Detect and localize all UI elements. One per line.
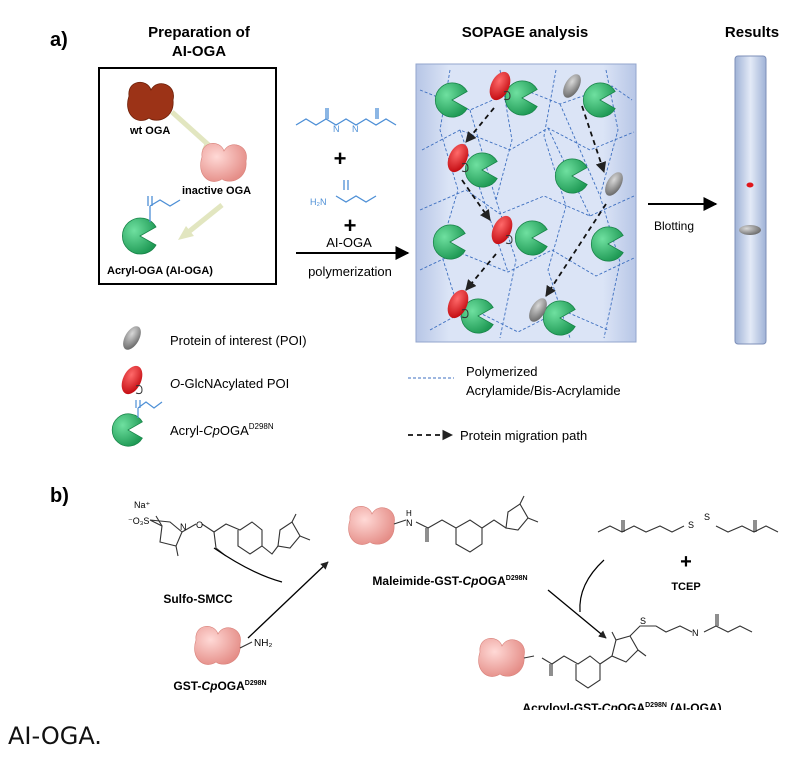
maleimide-nh-n: N	[406, 518, 413, 528]
maleimide-sup: D298N	[506, 575, 528, 582]
acryloyl-n: N	[692, 628, 699, 638]
legend-acryl-italic: Cp	[203, 423, 220, 438]
acryl-group-prep	[147, 196, 181, 222]
results-title: Results	[725, 24, 779, 41]
wt-oga-label: wt OGA	[129, 125, 170, 137]
acryloyl-sup: D298N	[645, 702, 667, 709]
sulfo-smcc-structure	[149, 513, 311, 557]
sulfo-smcc-label: Sulfo-SMCC	[163, 592, 233, 606]
legend-oglcnac-label: O-GlcNAcylated POI	[170, 376, 289, 391]
gst-amine-bond	[239, 641, 253, 649]
panel-b-letter: b)	[50, 485, 69, 507]
maleimide-cp: Cp	[462, 574, 478, 588]
acryloyl-suffix: (AI-OGA)	[667, 701, 722, 710]
plus-1: +	[334, 146, 347, 171]
legend-acryl-label: Acryl-CpOGAD298N	[170, 422, 274, 438]
blotting-label: Blotting	[654, 219, 694, 233]
gst-amine-cp: Cp	[201, 679, 217, 693]
cystamine-bisacrylamide-structure	[597, 520, 779, 533]
bis-n2: N	[352, 124, 359, 134]
legend-acryl-group	[135, 400, 163, 418]
maleimide-oga: OGA	[478, 574, 506, 588]
maleimide-linker	[393, 495, 539, 553]
wt-oga-protein	[127, 82, 174, 121]
legend-polymer-label-2: Acrylamide/Bis-Acrylamide	[466, 383, 621, 398]
preparation-box	[98, 67, 277, 285]
acryl-oga-protein	[122, 217, 157, 255]
acryloyl-product-linker	[523, 614, 753, 689]
acryloyl-oga: OGA	[618, 701, 646, 710]
prep-title-line2: AI-OGA	[172, 43, 226, 60]
figure-caption: AI-OGA.	[8, 722, 102, 750]
tcep-label: TCEP	[671, 581, 700, 593]
legend-acryl-main: OGA	[220, 423, 249, 438]
legend-acryl-icon	[111, 413, 143, 447]
tcep-plus: +	[680, 551, 692, 573]
reaction-arrow-2	[547, 589, 607, 639]
bis-acrylamide-structure	[295, 108, 397, 126]
panel-a-letter: a)	[50, 29, 68, 51]
legend-acryl-sup: D298N	[249, 422, 274, 431]
sulfo-na: Na⁺	[134, 500, 151, 510]
result-red-band	[746, 182, 754, 188]
inactive-oga-label: inactive OGA	[182, 185, 251, 197]
acryloyl-gst-protein	[478, 637, 525, 677]
prep-title-line1: Preparation of	[148, 24, 251, 41]
aioga-reagent-label: AI-OGA	[326, 235, 372, 250]
acrylamide-structure	[335, 180, 377, 203]
legend-polymer-label-1: Polymerized	[466, 364, 538, 379]
acryloyl-prefix: Acryloyl-GST-	[522, 701, 601, 710]
sulfo-n: N	[180, 522, 187, 532]
legend-poi-icon	[119, 323, 145, 353]
legend-acryl-prefix: Acryl-	[170, 423, 203, 438]
inactive-oga-protein	[200, 142, 247, 182]
maleimide-gst-label: Maleimide-GST-CpOGAD298N	[372, 574, 527, 588]
migration-paths	[461, 105, 607, 297]
acryl-oga-label: Acryl-OGA (AI-OGA)	[107, 265, 213, 277]
figure: a) Preparation of AI-OGA SOPAGE analysis…	[50, 24, 779, 710]
sulfo-o: O	[196, 520, 203, 530]
maleimide-gst-protein	[348, 505, 395, 545]
result-gray-band	[739, 225, 761, 235]
reaction-curve-2	[579, 559, 605, 613]
sopage-title: SOPAGE analysis	[462, 24, 588, 41]
acrylamide-h2n: H₂N	[310, 197, 327, 207]
gst-amine-sup: D298N	[245, 680, 267, 687]
sulfo-so3: ⁻O₃S	[128, 516, 149, 526]
gst-amine-label: GST-CpOGAD298N	[173, 679, 266, 693]
legend-migration-label: Protein migration path	[460, 428, 587, 443]
maleimide-nh-h: H	[406, 509, 412, 518]
reaction-arrow-1	[247, 561, 329, 639]
result-blot-strip	[734, 55, 767, 345]
cystamine-s2: S	[704, 512, 710, 522]
gst-amine-prefix: GST-	[173, 679, 201, 693]
acryloyl-gst-label: Acryloyl-GST-CpOGAD298N (AI-OGA)	[522, 701, 721, 710]
plus-2: +	[344, 213, 357, 238]
legend-oglcnac-rest: -GlcNAcylated POI	[180, 376, 289, 391]
acryloyl-cp: Cp	[602, 701, 618, 710]
legend-poi-label: Protein of interest (POI)	[170, 333, 307, 348]
legend-oglcnac-prefix: O	[170, 376, 180, 391]
gst-amine-oga: OGA	[217, 679, 245, 693]
gst-amine-protein	[194, 625, 241, 665]
gst-amine-nh2: NH₂	[254, 638, 272, 649]
reaction-curve-1	[213, 547, 283, 583]
bis-n1: N	[333, 124, 340, 134]
polymerization-label: polymerization	[308, 264, 392, 279]
legend-oglcnac-icon	[117, 362, 147, 398]
cystamine-s1: S	[688, 520, 694, 530]
acryloyl-s: S	[640, 616, 646, 626]
prep-arrow-2	[184, 203, 224, 236]
maleimide-prefix: Maleimide-GST-	[372, 574, 462, 588]
